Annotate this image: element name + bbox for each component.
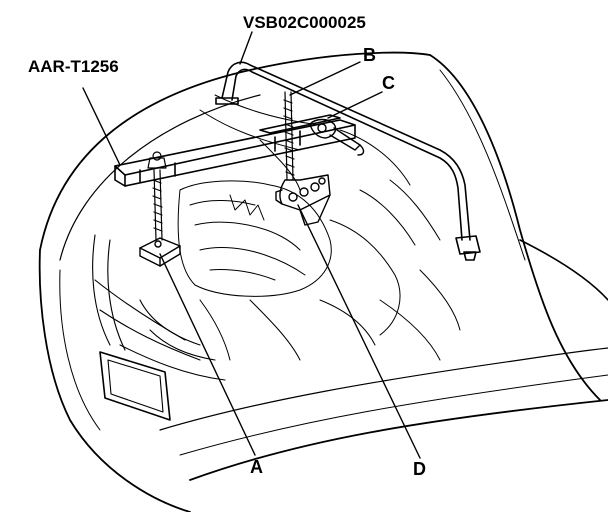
leader-vsb	[239, 31, 253, 65]
leader-lines	[82, 31, 421, 459]
car-body-outline	[38, 51, 608, 512]
front-grille	[92, 234, 226, 421]
callout-d: D	[413, 459, 426, 479]
threaded-rod-a	[147, 151, 167, 241]
clamp-c	[309, 118, 365, 156]
callout-b: B	[363, 45, 376, 65]
leader-aar	[82, 87, 121, 166]
support-beam	[114, 114, 356, 187]
foot-pad-a	[139, 237, 181, 267]
threaded-rod-b	[283, 91, 295, 181]
part-number-vsb02c000025: VSB02C000025	[243, 13, 366, 32]
hood-support-rod	[215, 61, 481, 261]
callout-c: C	[382, 73, 395, 93]
callout-a: A	[250, 457, 263, 477]
leader-c	[327, 91, 383, 119]
part-number-aar-t1256: AAR-T1256	[28, 57, 119, 76]
bracket-d	[275, 174, 331, 226]
leader-a	[159, 253, 256, 456]
leader-d	[297, 204, 421, 459]
engine-cover	[177, 94, 461, 361]
leader-b	[289, 61, 361, 96]
